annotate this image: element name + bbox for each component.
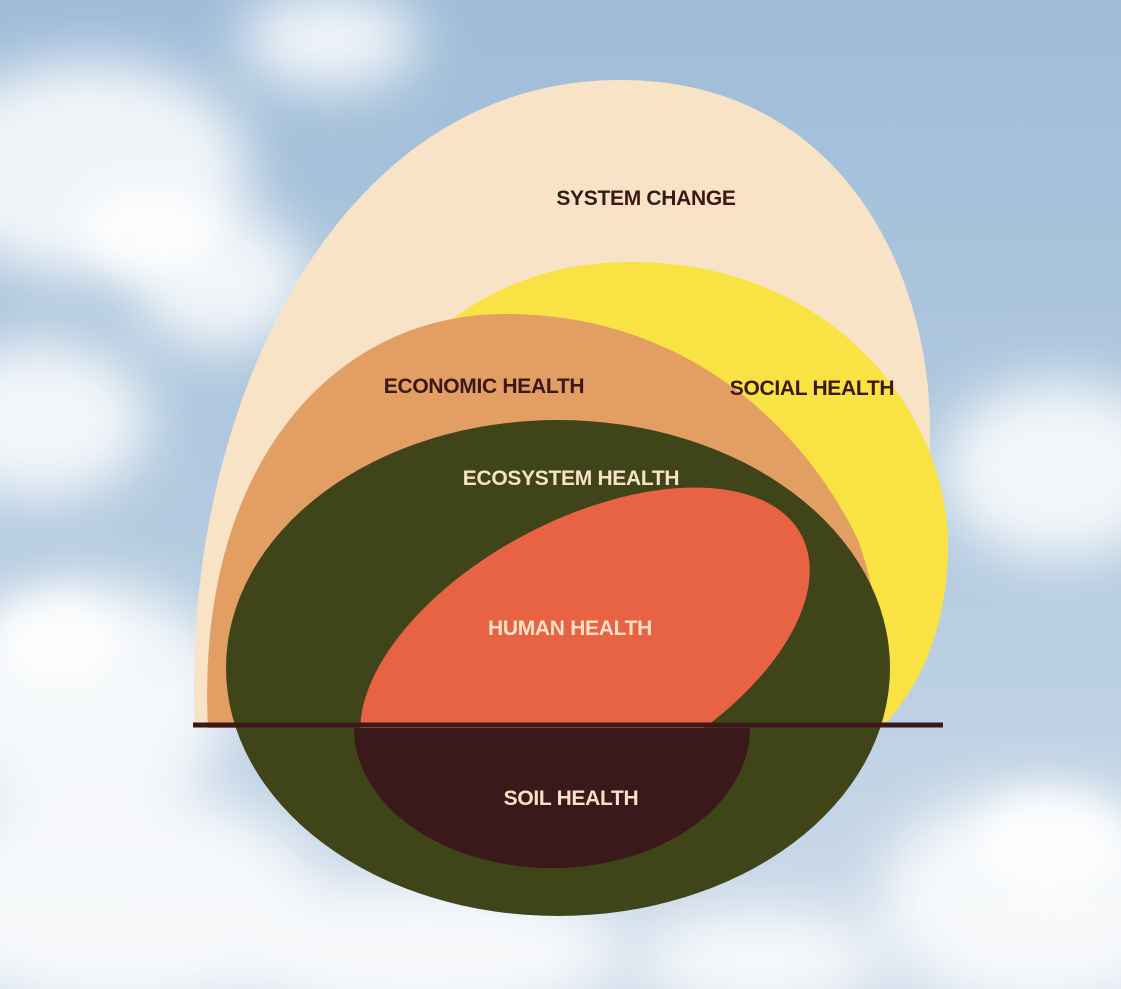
social-health-label: SOCIAL HEALTH [730,377,895,400]
ecosystem-health-label: ECOSYSTEM HEALTH [463,467,680,490]
system-change-label: SYSTEM CHANGE [556,187,736,210]
economic-health-label: ECONOMIC HEALTH [384,375,584,398]
soil-health-shape [354,728,750,868]
human-health-shape [360,487,810,728]
human-health-label: HUMAN HEALTH [488,617,652,640]
soil-health-label: SOIL HEALTH [504,787,639,810]
